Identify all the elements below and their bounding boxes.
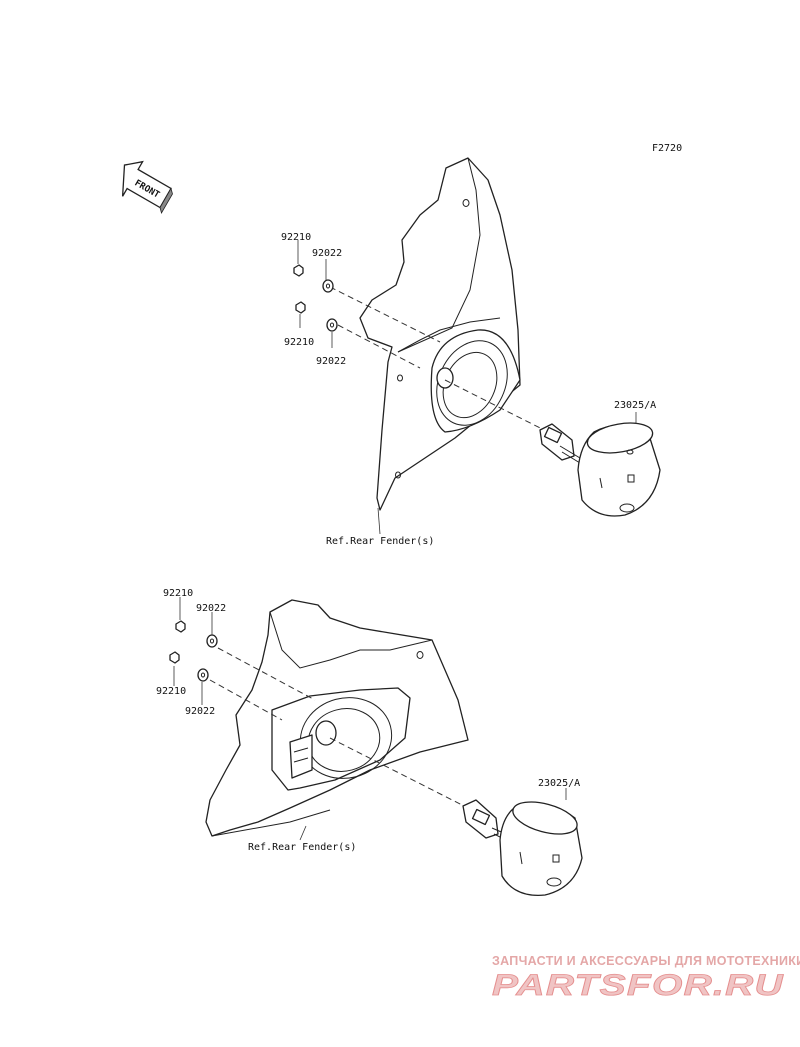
upper-label-nut-bottom: 92210 [284, 337, 314, 348]
lower-nut-top [175, 620, 186, 633]
lower-assembly: 92210 92022 92210 92022 23025/A Ref.Rear… [156, 588, 583, 897]
upper-nut-top [293, 264, 304, 277]
lower-label-lamp: 23025/A [538, 778, 580, 789]
watermark-tagline: ЗАПЧАСТИ И АКСЕССУАРЫ ДЛЯ МОТОТЕХНИКИ [492, 954, 800, 968]
figure-code: F2720 [652, 143, 682, 154]
lower-nut-bottom [169, 651, 180, 664]
upper-nut-bottom [295, 301, 306, 314]
watermark-brand: PARTSFOR.RU [492, 969, 784, 1002]
lower-label-nut-bottom: 92210 [156, 686, 186, 697]
upper-label-washer-top: 92022 [312, 248, 342, 259]
lower-label-washer-bottom: 92022 [185, 706, 215, 717]
upper-label-nut-top: 92210 [281, 232, 311, 243]
lower-washer-bottom [197, 668, 209, 682]
front-arrow-icon: FRONT [121, 160, 173, 215]
upper-washer-bottom [326, 318, 338, 332]
upper-assembly: 92210 92022 92210 92022 23025/A Ref.Rear… [281, 157, 661, 547]
upper-rear-fender [359, 157, 521, 511]
lower-washer-top [206, 634, 218, 648]
upper-label-reference: Ref.Rear Fender(s) [326, 536, 434, 547]
upper-label-lamp: 23025/A [614, 400, 656, 411]
lower-lamp-unit [462, 799, 583, 897]
lower-label-reference: Ref.Rear Fender(s) [248, 842, 356, 853]
upper-washer-top [322, 279, 334, 293]
upper-lamp-unit [539, 422, 661, 517]
upper-label-washer-bottom: 92022 [316, 356, 346, 367]
lower-label-nut-top: 92210 [163, 588, 193, 599]
lower-label-washer-top: 92022 [196, 603, 226, 614]
